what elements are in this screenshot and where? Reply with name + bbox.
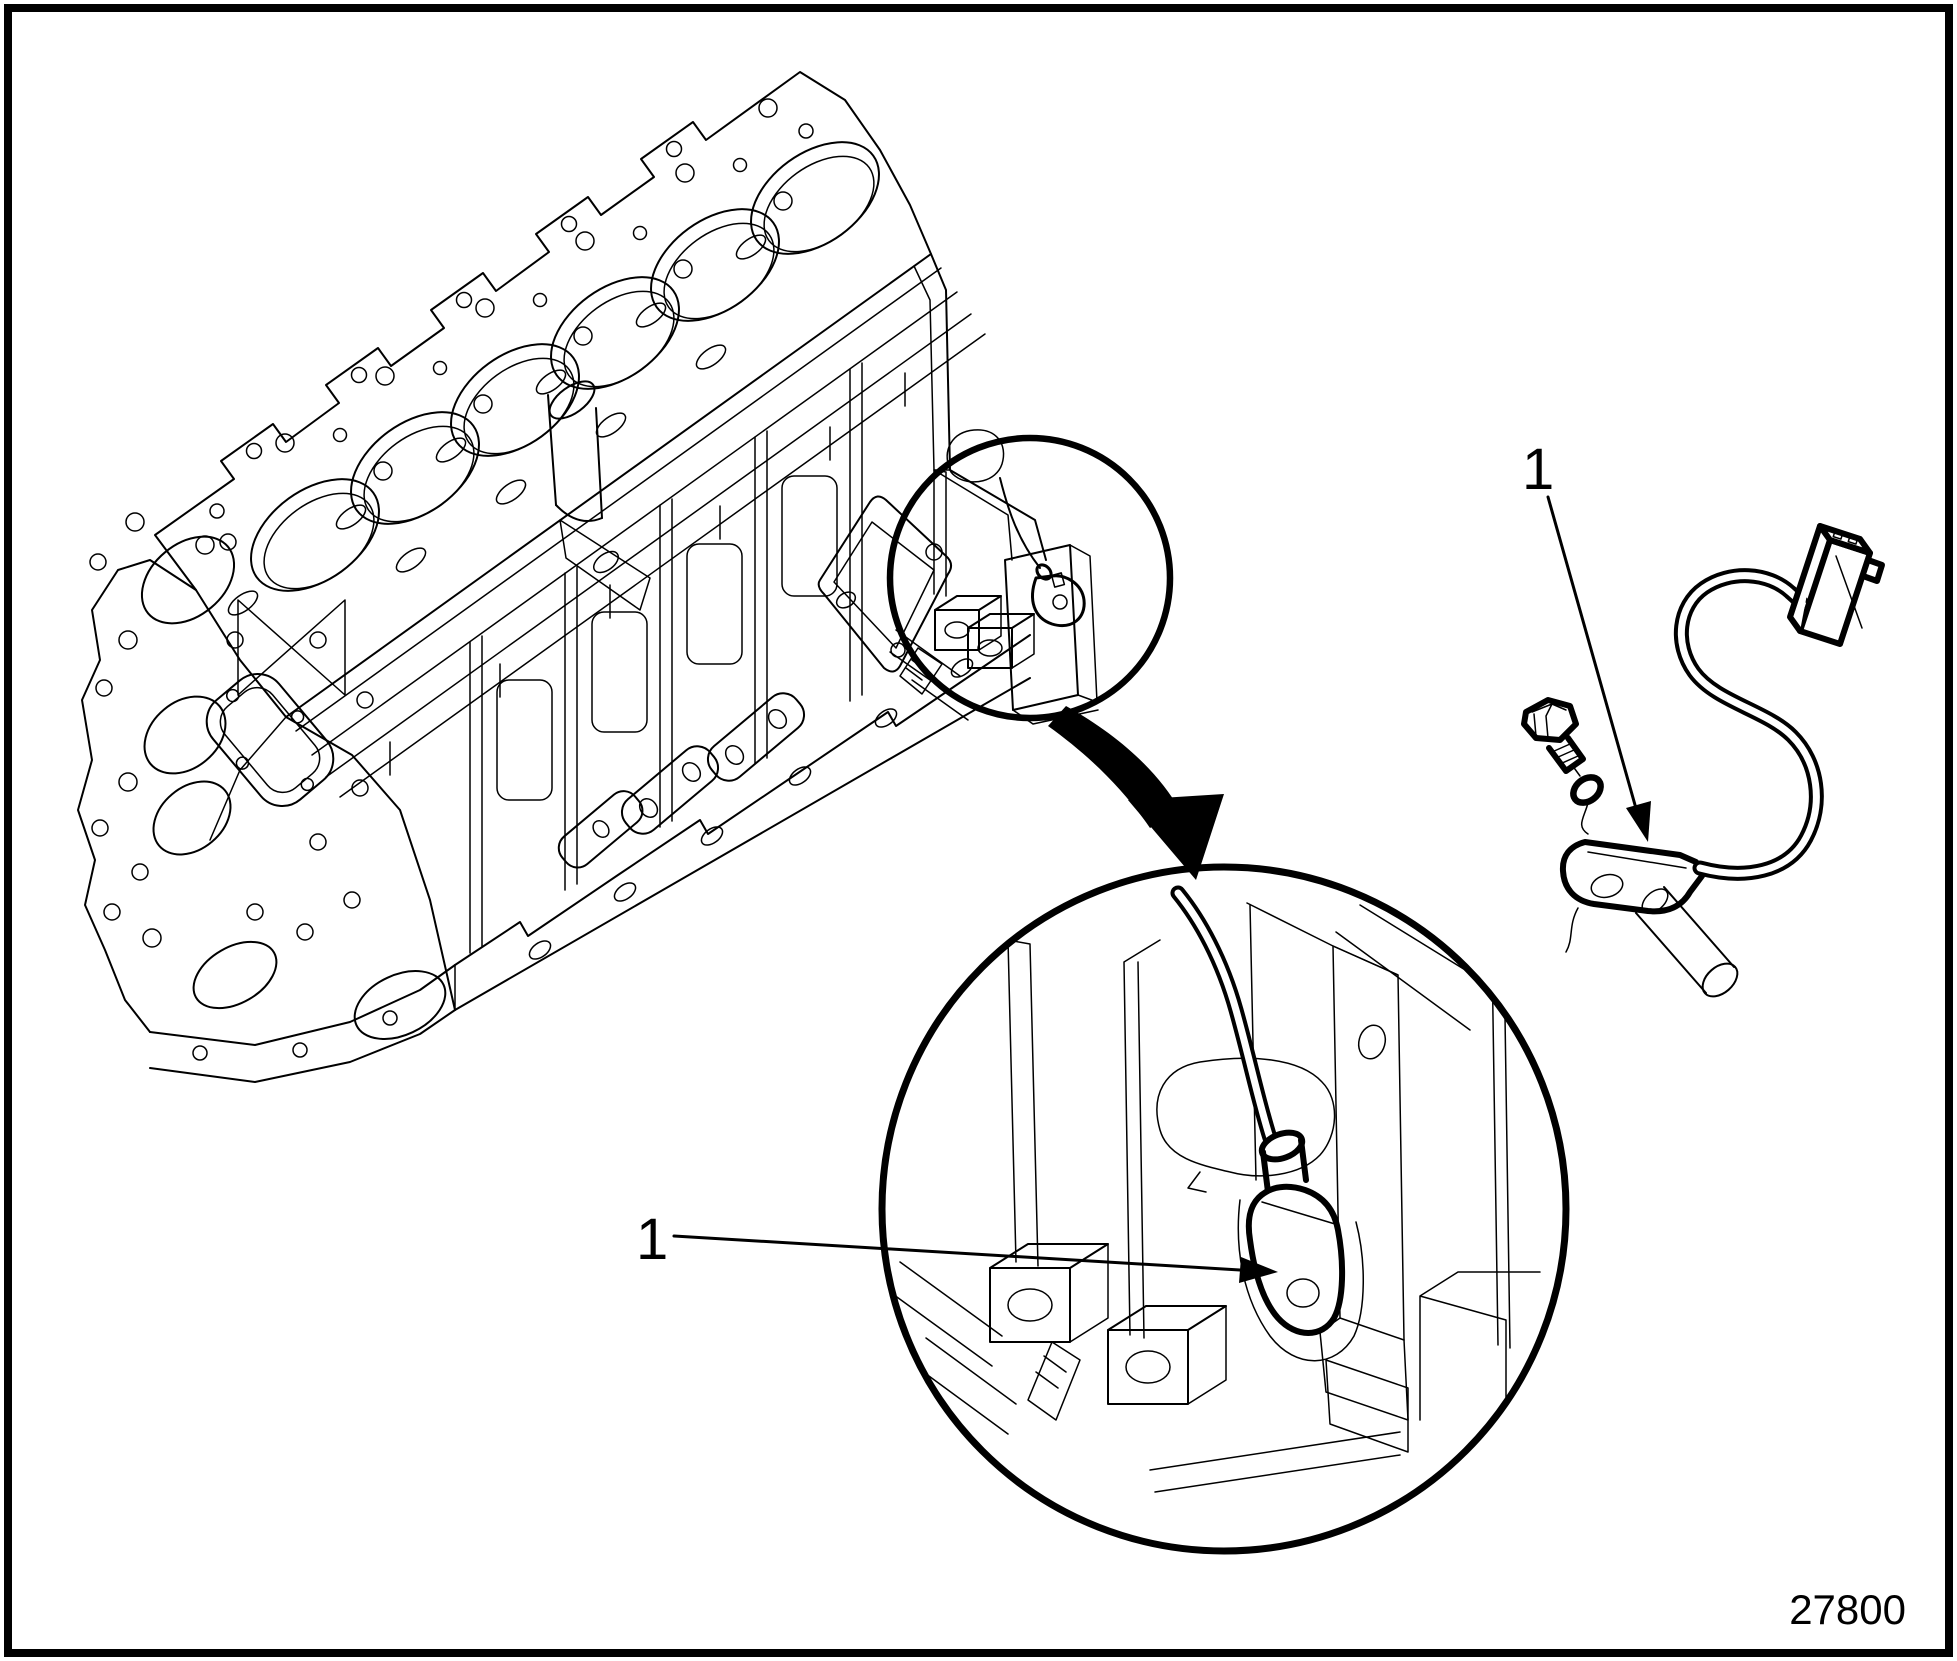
deck-holes — [209, 157, 793, 616]
front-gasket-flange — [205, 673, 335, 807]
part-leader-line — [1546, 495, 1639, 814]
side-cover-pad — [817, 495, 952, 673]
sensor-cable — [1673, 568, 1824, 881]
detail-callout-label: 1 — [636, 1207, 668, 1272]
front-face-holes — [89, 512, 374, 948]
magnifier-circle — [878, 863, 1570, 1555]
front-face — [77, 512, 456, 1040]
side-face-ribs — [469, 362, 863, 954]
figure-number: 27800 — [1789, 1586, 1906, 1633]
magnified-sensor-cable — [1170, 885, 1278, 1146]
magnified-sensor-body — [1245, 1129, 1346, 1336]
sensor-body — [1559, 839, 1739, 998]
deck-side-layers — [295, 267, 986, 798]
assembly-axis-line — [1571, 764, 1581, 777]
part-callout-label: 1 — [1522, 437, 1554, 502]
engine-block-drawing — [77, 71, 1047, 1083]
engine-deck-outline — [154, 71, 932, 718]
detail-leader-arrowhead — [1239, 1257, 1278, 1283]
cylinder-boss — [547, 380, 651, 611]
detail-callout-circle — [886, 434, 1174, 722]
mounting-bosses-large — [989, 1243, 1227, 1421]
zoom-arrow — [1048, 706, 1224, 880]
deck-tab-holes — [195, 98, 814, 555]
detail-leader-line — [672, 1234, 1242, 1272]
detail-callout: 1 — [636, 1207, 1278, 1283]
sensor-part-drawing: 1 — [1521, 437, 1885, 998]
oil-pan-rail — [149, 634, 1031, 1083]
assembly-axis-line-2 — [1565, 802, 1589, 953]
sensor-location-detail-small — [889, 429, 1099, 725]
mounting-bolt — [1521, 697, 1586, 774]
rail-brackets — [557, 692, 806, 869]
part-leader-arrowhead — [1626, 801, 1651, 842]
magnified-bracket-plate — [1246, 902, 1409, 1453]
figure-border — [4, 4, 1953, 1657]
o-ring — [1570, 774, 1604, 806]
magnified-detail-content — [889, 885, 1541, 1493]
side-face-windows — [496, 475, 838, 801]
electrical-connector — [1787, 523, 1885, 647]
cylinder-bores — [250, 141, 880, 592]
